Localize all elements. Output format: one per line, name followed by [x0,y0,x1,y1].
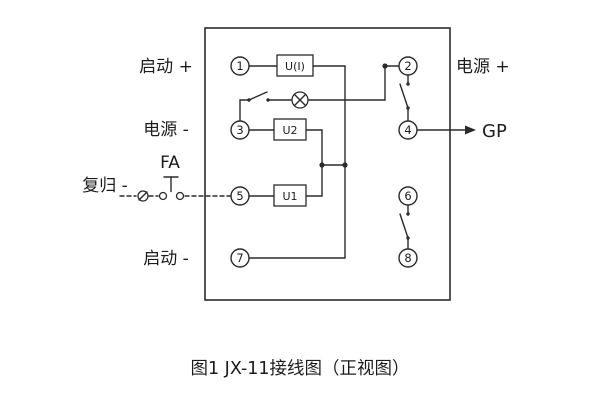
terminal-number: 4 [404,123,411,137]
label-reset-minus: 复归 - [82,176,128,196]
switch-blade [248,91,268,101]
terminal-number: 1 [236,59,243,73]
terminal-circle [398,56,418,76]
switch-blade [399,83,409,109]
contact-dot [406,82,410,86]
terminal-1: 1 [230,56,250,76]
terminal-7: 7 [230,248,250,268]
terminal-circle [230,56,250,76]
component-box [273,184,307,207]
contact-dot [266,98,270,102]
component-label: U(I) [285,60,305,73]
contact-dot [406,236,410,240]
label-start-minus: 启动 - [143,249,189,269]
terminal-number: 6 [404,189,411,203]
component-box [276,54,314,77]
terminal-circle [398,120,418,140]
terminal-number: 7 [236,251,243,265]
component-current-unit: U(I) [276,54,314,77]
terminal-6: 6 [398,186,418,206]
contact-circle [158,191,168,201]
component-label: U1 [282,190,297,203]
arrowhead-icon [465,125,476,135]
wires [239,65,400,259]
contact-dot [406,106,410,110]
lamp-icon [291,91,309,109]
terminal-circle [230,248,250,268]
terminal-circle [230,186,250,206]
terminal-3: 3 [230,120,250,140]
junction-dot [382,63,388,69]
label-fa: FA [160,153,180,173]
switch-blade [399,213,409,239]
terminal-circle [398,186,418,206]
terminal-circle [398,248,418,268]
contact-circle [175,191,185,201]
component-box [273,118,307,141]
component-u2: U2 [273,118,307,141]
label-start-plus: 启动 + [139,57,193,77]
terminal-5: 5 [230,186,250,206]
terminal-4: 4 [398,120,418,140]
relay-enclosure-box [204,27,451,301]
contact-dot [247,98,251,102]
reset-pushbutton-icon [119,176,232,202]
contact-dot [406,212,410,216]
figure-caption: 图1 JX-11接线图（正视图） [190,359,409,379]
terminal-2: 2 [398,56,418,76]
terminal-number: 8 [404,251,411,265]
label-gp: GP [482,121,507,142]
lamp-cross [293,93,307,107]
contact-switch-2-4-icon [399,74,410,122]
component-label: U2 [282,124,297,137]
component-u1: U1 [273,184,307,207]
contact-switch-6-8-icon [399,204,410,250]
lamp-switch-icon [239,91,270,102]
button-slash [138,191,148,201]
label-power-minus: 电源 - [143,120,189,140]
terminal-8: 8 [398,248,418,268]
terminal-number: 5 [236,189,243,203]
junction-dot [319,162,325,168]
terminal-number: 3 [236,123,243,137]
terminal-number: 2 [404,59,411,73]
junction-dot [342,162,348,168]
label-power-plus: 电源 + [456,57,510,77]
terminal-circle [230,120,250,140]
gp-output-arrow [416,125,476,135]
